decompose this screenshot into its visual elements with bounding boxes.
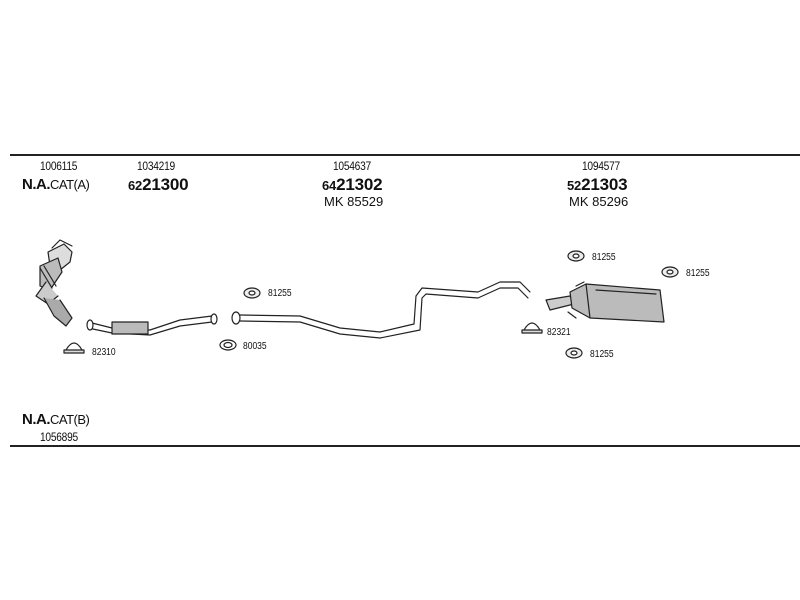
variant-b-label: N.A.CAT(B) — [22, 411, 90, 428]
variant-a-code: 1006115 — [40, 159, 78, 173]
label-ring-mid: 80035 — [243, 341, 267, 352]
variant-a-label: N.A.CAT(A) — [22, 176, 90, 193]
label-rubber-top: 81255 — [592, 252, 616, 263]
ring-mid-icon — [219, 339, 237, 351]
rear-muffler-icon — [545, 281, 665, 323]
label-gasket-mid: 81255 — [268, 288, 292, 299]
clamp-front-icon — [63, 342, 85, 354]
part-number-2: 6421302 — [322, 175, 383, 194]
part-code-3: 1094577 — [582, 159, 620, 173]
label-rubber-right: 81255 — [686, 268, 710, 279]
part-code-2: 1054637 — [333, 159, 371, 173]
part-code-1: 1034219 — [137, 159, 175, 173]
mk-number-3: MK 85296 — [569, 194, 629, 209]
label-clamp-rear: 82321 — [547, 327, 571, 338]
mk-number-2: MK 85529 — [324, 194, 384, 209]
clamp-rear-icon — [521, 322, 543, 334]
front-pipe-icon — [86, 313, 218, 336]
middle-pipe-icon — [231, 281, 531, 339]
label-clamp-front: 82310 — [92, 347, 116, 358]
rubber-top-icon — [567, 250, 585, 262]
rubber-right-icon — [661, 266, 679, 278]
bottom-divider — [10, 445, 800, 447]
part-number-1: 6221300 — [128, 175, 189, 194]
rubber-bottom-icon — [565, 347, 583, 359]
gasket-mid-icon — [243, 287, 261, 299]
part-number-3: 5221303 — [567, 175, 628, 194]
variant-b-code: 1056895 — [40, 430, 78, 444]
top-divider — [10, 154, 800, 156]
catalytic-converter-icon — [35, 239, 73, 327]
label-rubber-bottom: 81255 — [590, 349, 614, 360]
